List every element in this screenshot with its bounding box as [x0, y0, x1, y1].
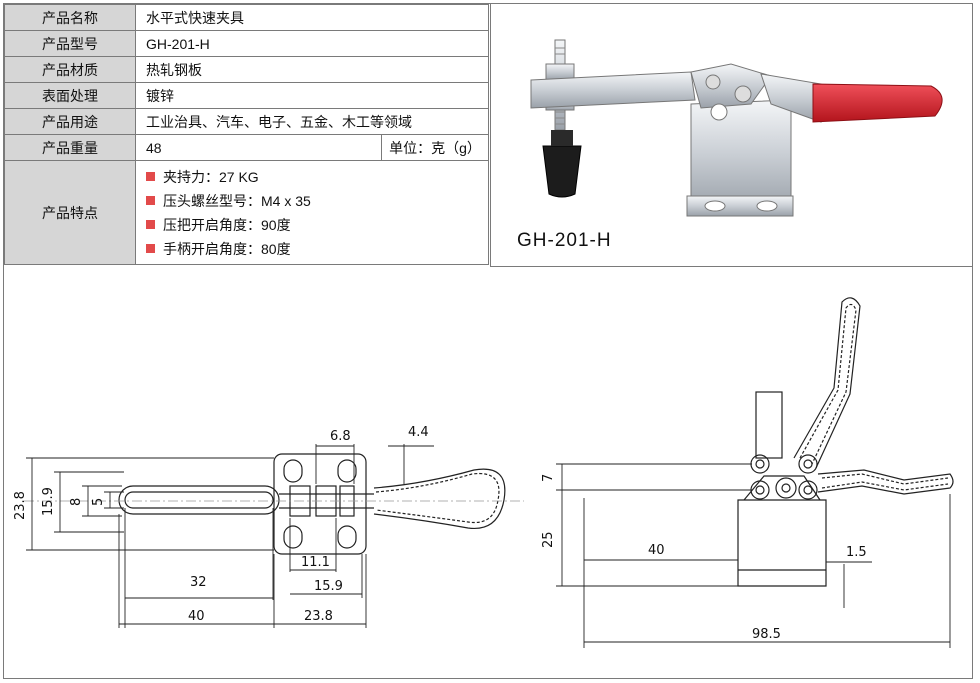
feature-text: 压头螺丝型号：M4 x 35: [163, 192, 311, 209]
feature-text: 夹持力：27 KG: [163, 168, 259, 185]
row-label: 产品名称: [4, 4, 136, 31]
product-photo: [530, 39, 943, 217]
row-value: 镀锌: [135, 82, 489, 109]
spec-row-features: 产品特点 夹持力：27 KG 压头螺丝型号：M4 x 35 压把开启角度：90度…: [4, 160, 489, 265]
dim-6-8: 6.8: [330, 429, 351, 444]
spec-table: 产品名称 水平式快速夹具 产品型号 GH-201-H 产品材质 热轧钢板 表面处…: [4, 4, 489, 265]
list-item: 手柄开启角度：80度: [146, 237, 488, 261]
features-cell: 夹持力：27 KG 压头螺丝型号：M4 x 35 压把开启角度：90度 手柄开启…: [135, 160, 489, 265]
row-label: 产品特点: [4, 160, 136, 265]
technical-drawing: 6.8 4.4 23.8 15.9 8 5 11.1 32 15.9 40 23…: [13, 297, 954, 648]
spec-row-surface: 表面处理 镀锌: [4, 82, 489, 109]
spec-row-model: 产品型号 GH-201-H: [4, 30, 489, 57]
product-photo-panel: GH-201-H: [490, 4, 973, 267]
feature-text: 手柄开启角度：80度: [163, 240, 291, 257]
dim-4-4: 4.4: [408, 425, 429, 440]
dim-15-9-vertical: 15.9: [41, 487, 56, 516]
spec-row-name: 产品名称 水平式快速夹具: [4, 4, 489, 31]
dim-32: 32: [190, 575, 207, 590]
row-value: 48: [135, 134, 382, 161]
row-value: 水平式快速夹具: [135, 4, 489, 31]
top-view: [24, 453, 524, 555]
list-item: 夹持力：27 KG: [146, 165, 488, 189]
list-item: 压把开启角度：90度: [146, 213, 488, 237]
bullet-icon: [146, 172, 155, 181]
dim-25: 25: [541, 531, 556, 548]
side-dims: [556, 463, 951, 648]
row-value: 工业治具、汽车、电子、五金、木工等领域: [135, 108, 489, 135]
row-value: 热轧钢板: [135, 56, 489, 83]
sheet-frame: [3, 3, 973, 679]
dim-23-8: 23.8: [304, 609, 333, 624]
row-label: 产品型号: [4, 30, 136, 57]
side-dim-labels: 7 25 40 1.5 98.5: [541, 474, 867, 642]
row-label: 产品重量: [4, 134, 136, 161]
row-label: 表面处理: [4, 82, 136, 109]
dim-40-side: 40: [648, 543, 665, 558]
dim-15-9: 15.9: [314, 579, 343, 594]
spec-row-usage: 产品用途 工业治具、汽车、电子、五金、木工等领域: [4, 108, 489, 135]
dim-7: 7: [541, 474, 556, 482]
list-item: 压头螺丝型号：M4 x 35: [146, 189, 488, 213]
weight-unit: 单位：克（g）: [381, 134, 489, 161]
feature-text: 压把开启角度：90度: [163, 216, 291, 233]
row-label: 产品材质: [4, 56, 136, 83]
row-label: 产品用途: [4, 108, 136, 135]
spec-row-weight: 产品重量 48 单位：克（g）: [4, 134, 489, 161]
bullet-icon: [146, 196, 155, 205]
dim-1-5: 1.5: [846, 545, 867, 560]
bullet-icon: [146, 244, 155, 253]
dim-11-1: 11.1: [301, 555, 330, 570]
row-value: GH-201-H: [135, 30, 489, 57]
spec-row-material: 产品材质 热轧钢板: [4, 56, 489, 83]
dim-5-vertical: 5: [91, 498, 106, 506]
dim-40: 40: [188, 609, 205, 624]
dim-98-5: 98.5: [752, 627, 781, 642]
top-dims: [26, 444, 434, 628]
bullet-icon: [146, 220, 155, 229]
top-dim-labels: 6.8 4.4 23.8 15.9 8 5 11.1 32 15.9 40 23…: [13, 425, 429, 624]
dim-23-8-vertical: 23.8: [13, 491, 28, 520]
photo-caption: GH-201-H: [517, 230, 612, 251]
side-view: [737, 297, 954, 587]
feature-list: 夹持力：27 KG 压头螺丝型号：M4 x 35 压把开启角度：90度 手柄开启…: [146, 165, 488, 261]
dim-8-vertical: 8: [69, 498, 84, 506]
